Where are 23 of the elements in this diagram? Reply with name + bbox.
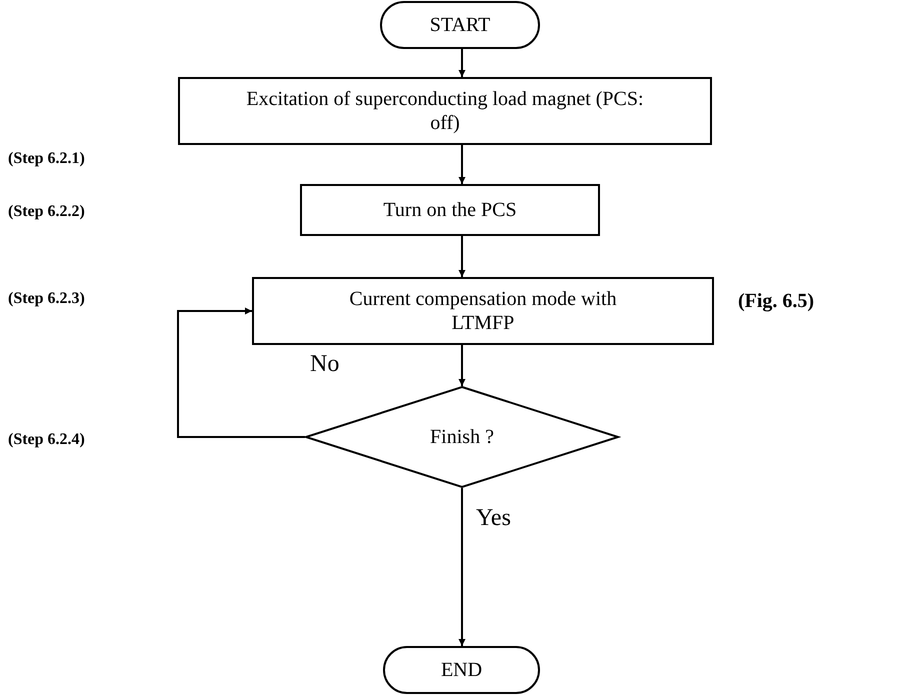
node-text: Finish ? [430, 425, 494, 449]
node-text: Excitation of superconducting load magnet (PCS: off) [245, 87, 645, 135]
node-text: Current compensation mode with LTMFP [348, 287, 618, 335]
step-reference: (Step 6.2.2) [8, 203, 85, 221]
terminal-shape [383, 646, 540, 694]
arrow [458, 145, 466, 184]
step-reference: (Step 6.2.3) [8, 290, 85, 308]
node-text: START [430, 13, 490, 37]
arrow [458, 236, 466, 277]
process-box [252, 277, 714, 345]
process-box [300, 184, 600, 236]
process-box [178, 77, 712, 145]
decision-diamond [305, 386, 619, 488]
step-reference: (Fig. 6.5) [738, 290, 814, 313]
step-reference: (Step 6.2.4) [8, 431, 85, 449]
step-reference: (Step 6.2.1) [8, 150, 85, 168]
node-text: Turn on the PCS [383, 198, 517, 222]
terminal-shape [380, 1, 540, 49]
arrow [177, 308, 305, 438]
node-text: END [440, 658, 482, 682]
arrow [458, 488, 466, 646]
arrow [458, 345, 466, 386]
arrow [458, 49, 466, 77]
